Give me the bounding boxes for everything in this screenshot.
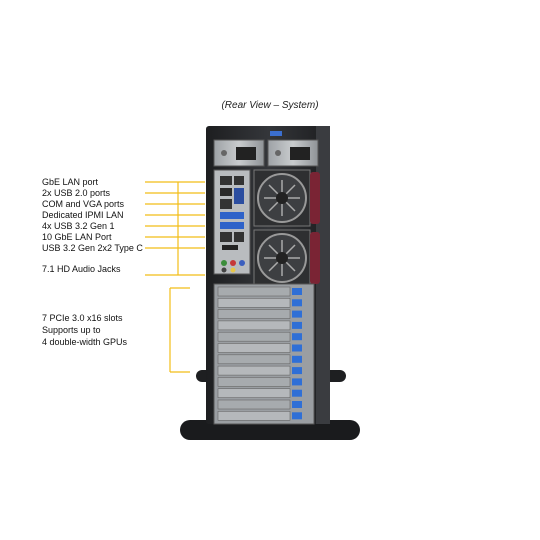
pcie-slot-latch <box>292 378 302 386</box>
pcie-slot-latch <box>292 344 302 352</box>
pcie-slot-latch <box>292 288 302 295</box>
label-pcie-slots: 7 PCIe 3.0 x16 slots <box>42 313 123 323</box>
pcie-slot-latch <box>292 401 302 408</box>
pcie-slot-latch <box>292 299 302 307</box>
id-led <box>270 131 282 136</box>
fan-handles <box>310 172 320 284</box>
pcie-slot-latch <box>292 333 302 341</box>
pcie-slot-latch <box>292 412 302 420</box>
pcie-slot-cover <box>217 354 291 365</box>
pcie-slot-cover <box>217 377 291 387</box>
pcie-slot-cover <box>217 365 291 376</box>
label-10gbe-lan: 10 GbE LAN Port <box>42 232 112 242</box>
label-supports-up-to: Supports up to <box>42 325 101 335</box>
label-ipmi-lan: Dedicated IPMI LAN <box>42 210 124 220</box>
view-caption: (Rear View – System) <box>221 100 319 111</box>
pcie-slot-latch <box>292 321 302 329</box>
label-audio-jacks: 7.1 HD Audio Jacks <box>42 264 121 274</box>
io-panel <box>213 169 251 275</box>
pcie-slot-cover <box>217 320 291 331</box>
label-com-vga: COM and VGA ports <box>42 199 125 209</box>
pcie-slot-cover <box>217 399 291 410</box>
pcie-slot-covers <box>217 286 302 421</box>
pcie-slot-cover <box>217 331 291 342</box>
pcie-slot-latch <box>292 355 302 363</box>
rear-fans <box>253 169 311 287</box>
pcie-slot-cover <box>217 343 291 353</box>
pcie-slot-cover <box>217 410 291 421</box>
pcie-slot-latch <box>292 367 302 375</box>
label-usb32-gen1: 4x USB 3.2 Gen 1 <box>42 221 115 231</box>
pcie-slot-cover <box>217 309 291 319</box>
label-gbe-lan: GbE LAN port <box>42 177 99 187</box>
label-usb2: 2x USB 2.0 ports <box>42 188 111 198</box>
pcie-slot-cover <box>217 286 291 297</box>
pcie-slot-cover <box>217 388 291 399</box>
label-usb-type-c: USB 3.2 Gen 2x2 Type C <box>42 243 143 253</box>
label-double-width-gpus: 4 double-width GPUs <box>42 337 128 347</box>
power-supplies <box>213 139 319 167</box>
pcie-slot-latch <box>292 389 302 397</box>
pcie-slot-cover <box>217 297 291 308</box>
pcie-slot-latch <box>292 310 302 318</box>
leader-lines <box>145 181 205 373</box>
